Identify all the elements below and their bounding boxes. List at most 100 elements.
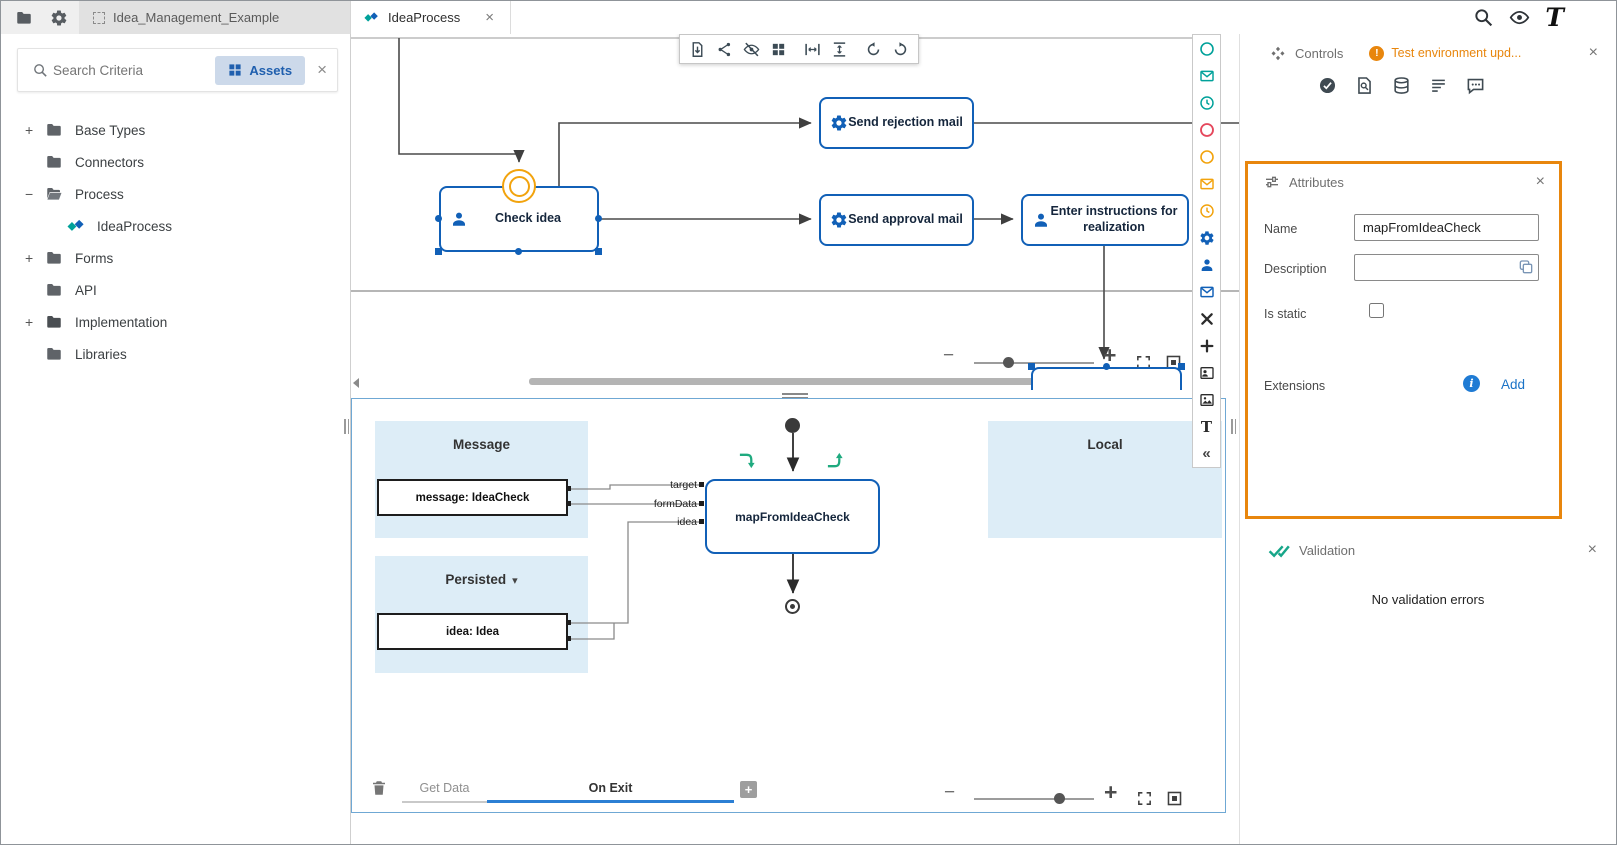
- node-send-rejection-mail[interactable]: Send rejection mail: [819, 97, 974, 149]
- project-tab[interactable]: Idea_Management_Example: [79, 1, 350, 34]
- resize-handle[interactable]: [1178, 363, 1185, 370]
- warning-icon[interactable]: !: [1369, 45, 1385, 61]
- node-message-ideacheck[interactable]: message: IdeaCheck: [377, 479, 568, 516]
- palette-collapse-icon[interactable]: «: [1202, 445, 1211, 462]
- assets-button[interactable]: Assets: [215, 55, 306, 85]
- palette-start-event[interactable]: [1193, 35, 1220, 62]
- undo-icon[interactable]: [861, 37, 886, 61]
- resize-handle[interactable]: [1028, 363, 1035, 370]
- jump-into-icon[interactable]: [712, 37, 737, 61]
- horizontal-scrollbar[interactable]: [529, 378, 1099, 385]
- selection-handle[interactable]: [435, 215, 442, 222]
- tab-close-icon[interactable]: ×: [485, 9, 495, 26]
- expander-icon[interactable]: +: [25, 250, 34, 266]
- zoom-in-button[interactable]: +: [1103, 342, 1117, 368]
- collapse-icon[interactable]: −: [25, 186, 34, 202]
- on-exit-icon[interactable]: [826, 451, 845, 470]
- search-input[interactable]: [53, 62, 216, 78]
- resize-handle[interactable]: [595, 248, 602, 255]
- close-icon[interactable]: ×: [1587, 541, 1597, 558]
- tree-item-api[interactable]: API: [1, 274, 350, 306]
- zoom-out-button[interactable]: −: [943, 345, 955, 366]
- zoom-slider-handle[interactable]: [1054, 793, 1065, 804]
- inspector-splitter[interactable]: [1231, 419, 1236, 434]
- document-search-icon[interactable]: [1355, 76, 1374, 95]
- fit-screen-icon[interactable]: [1136, 790, 1153, 812]
- palette-user-task[interactable]: [1193, 251, 1220, 278]
- tree-item-forms[interactable]: + Forms: [1, 242, 350, 274]
- add-tab-button[interactable]: +: [740, 781, 757, 798]
- export-icon[interactable]: [685, 37, 710, 61]
- expander-icon[interactable]: +: [25, 314, 34, 330]
- editor-splitter[interactable]: [351, 390, 1239, 398]
- node-idea-idea[interactable]: idea: Idea: [377, 613, 568, 650]
- palette-message-intermediate-event[interactable]: [1193, 170, 1220, 197]
- mapping-canvas[interactable]: Message Local Persisted▾ message: IdeaCh…: [351, 398, 1226, 813]
- palette-email-task[interactable]: [1193, 278, 1220, 305]
- tree-item-connectors[interactable]: Connectors: [1, 146, 350, 178]
- comment-icon[interactable]: [1466, 76, 1485, 95]
- palette-image-annotation[interactable]: [1193, 386, 1220, 413]
- database-icon[interactable]: [1392, 76, 1411, 95]
- palette-intermediate-event[interactable]: [1193, 143, 1220, 170]
- end-event[interactable]: [785, 599, 800, 614]
- close-icon[interactable]: ×: [1588, 44, 1598, 61]
- info-icon[interactable]: i: [1463, 375, 1480, 392]
- resize-handle[interactable]: [435, 248, 442, 255]
- sidebar-splitter[interactable]: [344, 419, 349, 434]
- is-static-checkbox[interactable]: [1369, 303, 1384, 318]
- add-extension-link[interactable]: Add: [1501, 377, 1526, 392]
- folder-icon[interactable]: [12, 6, 36, 30]
- copy-icon[interactable]: [1518, 259, 1534, 275]
- search-clear-icon[interactable]: ×: [317, 60, 327, 79]
- tab-on-exit[interactable]: On Exit: [487, 775, 734, 803]
- tab-get-data[interactable]: Get Data: [402, 775, 487, 803]
- selection-handle[interactable]: [515, 248, 522, 255]
- zoom-in-button[interactable]: +: [1104, 779, 1118, 805]
- close-icon[interactable]: ×: [1535, 173, 1545, 190]
- selection-handle[interactable]: [595, 215, 602, 222]
- tree-item-base-types[interactable]: + Base Types: [1, 114, 350, 146]
- simulate-check-icon[interactable]: [1318, 76, 1337, 95]
- eye-icon[interactable]: [1509, 7, 1530, 28]
- fit-screen-icon[interactable]: [1135, 354, 1152, 376]
- name-field[interactable]: [1354, 214, 1539, 241]
- section-title-persisted[interactable]: Persisted▾: [445, 572, 518, 587]
- start-event[interactable]: [785, 418, 800, 433]
- fit-frame-icon[interactable]: [1166, 790, 1183, 812]
- splitter-grip[interactable]: [782, 391, 808, 400]
- list-icon[interactable]: [1429, 76, 1448, 95]
- on-enter-icon[interactable]: [738, 451, 757, 470]
- search-icon[interactable]: [1473, 7, 1494, 28]
- scroll-left-arrow[interactable]: [353, 378, 359, 388]
- palette-gateway-join[interactable]: [1193, 332, 1220, 359]
- node-partially-visible[interactable]: [1031, 367, 1182, 390]
- zoom-out-button[interactable]: −: [944, 782, 956, 803]
- gear-icon[interactable]: [47, 6, 71, 30]
- redo-icon[interactable]: [888, 37, 913, 61]
- node-enter-instructions[interactable]: Enter instructions for realization: [1021, 194, 1189, 246]
- tree-item-process[interactable]: − Process: [1, 178, 350, 210]
- tree-item-implementation[interactable]: + Implementation: [1, 306, 350, 338]
- palette-timer-start-event[interactable]: [1193, 89, 1220, 116]
- hide-icon[interactable]: [739, 37, 764, 61]
- palette-message-start-event[interactable]: [1193, 62, 1220, 89]
- trash-icon[interactable]: [370, 779, 388, 802]
- selection-handle[interactable]: [1103, 363, 1110, 370]
- palette-script-task[interactable]: [1193, 224, 1220, 251]
- description-field[interactable]: [1354, 254, 1539, 281]
- grid-icon[interactable]: [766, 37, 791, 61]
- palette-timer-intermediate-event[interactable]: [1193, 197, 1220, 224]
- tab-ideaprocess[interactable]: IdeaProcess ×: [351, 1, 511, 34]
- process-canvas[interactable]: Check idea Send rejection mail Send appr…: [351, 34, 1239, 390]
- zoom-slider-handle[interactable]: [1003, 357, 1014, 368]
- node-send-approval-mail[interactable]: Send approval mail: [819, 194, 974, 246]
- tree-item-ideaprocess[interactable]: IdeaProcess: [1, 210, 350, 242]
- warning-text[interactable]: Test environment upd...: [1391, 46, 1522, 60]
- boundary-event[interactable]: [502, 169, 536, 203]
- palette-text-annotation[interactable]: T: [1200, 417, 1213, 436]
- expander-icon[interactable]: +: [25, 122, 34, 138]
- palette-end-event[interactable]: [1193, 116, 1220, 143]
- palette-dialog-task[interactable]: [1193, 359, 1220, 386]
- chevron-down-icon[interactable]: ▾: [512, 575, 518, 587]
